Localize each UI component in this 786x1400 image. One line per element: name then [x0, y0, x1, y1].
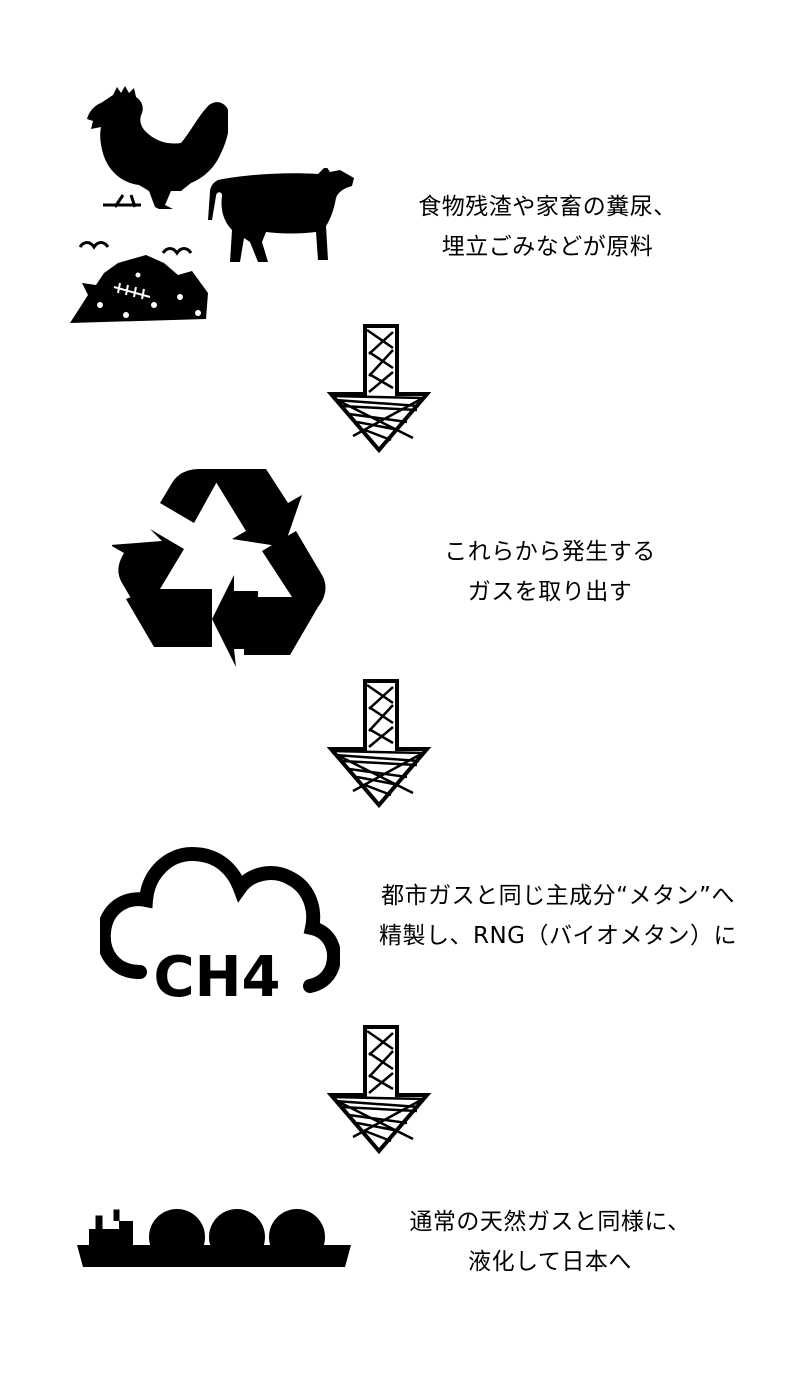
rooster-icon: [87, 86, 228, 209]
step-2-line-1: これらから発生する: [444, 539, 656, 565]
ch4-label: CH4: [153, 945, 281, 1010]
down-arrow-icon: [326, 1025, 432, 1155]
waste-pile-icon: [70, 241, 208, 323]
recycle-icon: [112, 469, 326, 667]
step-2-line-2: ガスを取り出す: [467, 579, 633, 605]
step-3-caption: 都市ガスと同じ主成分“メタン”へ 精製し、RNG（バイオメタン）に: [343, 876, 773, 956]
step-1-illustration: [68, 85, 368, 330]
cow-icon: [208, 168, 354, 262]
step-3-line-1: 都市ガスと同じ主成分“メタン”へ: [381, 883, 735, 909]
step-3-line-2: 精製し、RNG（バイオメタン）に: [378, 923, 737, 949]
down-arrow-icon: [326, 679, 432, 809]
step-1-line-2: 埋立ごみなどが原料: [441, 234, 654, 260]
lng-tanker-icon: [77, 1209, 351, 1267]
step-4-caption: 通常の天然ガスと同様に、 液化して日本へ: [385, 1202, 715, 1282]
down-arrow-icon: [326, 324, 432, 454]
step-1-caption: 食物残渣や家畜の糞尿、 埋立ごみなどが原料: [395, 187, 700, 267]
ch4-cloud-icon: CH4: [100, 832, 340, 1012]
step-4-line-1: 通常の天然ガスと同様に、: [409, 1209, 691, 1235]
step-1-line-1: 食物残渣や家畜の糞尿、: [418, 194, 677, 220]
step-2-caption: これらから発生する ガスを取り出す: [420, 532, 680, 612]
step-4-line-2: 液化して日本へ: [468, 1249, 632, 1275]
